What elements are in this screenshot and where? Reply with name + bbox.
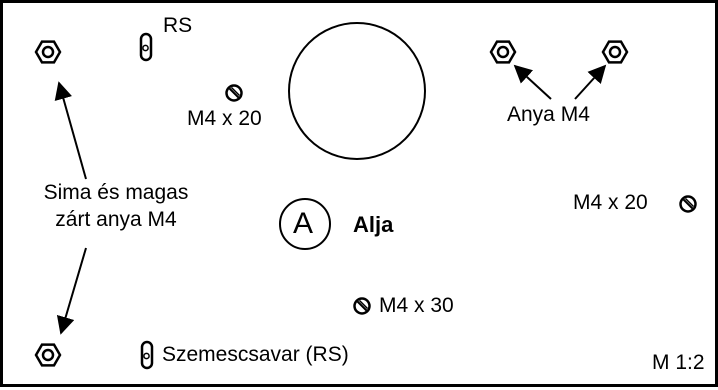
- cap-nut-label-line2: zárt anya M4: [55, 208, 177, 231]
- part-letter-circle: [279, 198, 331, 250]
- hex-nut-icon: [601, 40, 629, 64]
- eye-bolt-label: Szemescsavar (RS): [162, 343, 349, 366]
- hex-nut-icon: [34, 343, 62, 367]
- screw-right-label: M4 x 20: [573, 191, 648, 214]
- screw-bottom-label: M4 x 30: [379, 294, 454, 317]
- scale-label: M 1:2: [652, 351, 705, 374]
- eye-bolt-icon: [139, 32, 153, 62]
- cap-nut-label-line1: Sima és magas: [43, 181, 189, 204]
- screw-head-icon: [679, 195, 697, 213]
- hex-nut-icon: [34, 40, 62, 64]
- center-hole: [288, 22, 426, 160]
- part-name: Alja: [353, 212, 394, 237]
- diagram-art: [34, 22, 697, 370]
- screw-top-label: M4 x 20: [187, 107, 262, 130]
- eye-bolt-icon: [140, 340, 154, 370]
- screw-head-icon: [353, 297, 371, 315]
- rs-label: RS: [163, 14, 193, 37]
- screw-head-icon: [225, 84, 243, 102]
- part-letter: A: [293, 207, 314, 240]
- nut-m4-label: Anya M4: [507, 103, 590, 126]
- hex-nut-icon: [489, 40, 517, 64]
